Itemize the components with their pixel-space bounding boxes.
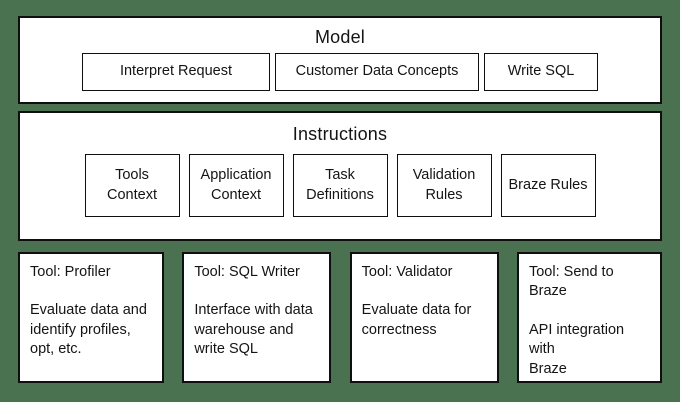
model-panel: Model Interpret Request Customer Data Co… [18, 16, 662, 104]
model-chip-customer-data-concepts: Customer Data Concepts [275, 53, 479, 91]
tool-card-validator: Tool: Validator Evaluate data for correc… [349, 252, 499, 383]
tool-card-title: Tool: Send to Braze [528, 264, 614, 300]
tool-card-description: Evaluate data and identify profiles, opt… [30, 302, 147, 358]
tool-card-description: API integration with Braze [528, 321, 625, 377]
instruction-chip-application-context: Application Context [188, 154, 284, 217]
tools-row: Tool: Profiler Evaluate data and identif… [18, 252, 662, 383]
model-chip-interpret-request: Interpret Request [82, 53, 270, 91]
instruction-chip-validation-rules: Validation Rules [396, 154, 492, 217]
tool-card-send-to-braze: Tool: Send to Braze API integration with… [516, 252, 662, 383]
tool-card-title: Tool: Profiler [30, 264, 111, 280]
tool-card-title: Tool: Validator [361, 264, 453, 280]
tool-card-sql-writer: Tool: SQL Writer Interface with data war… [182, 252, 332, 383]
tool-card-description: Interface with data warehouse and write … [194, 302, 313, 358]
model-chip-row: Interpret Request Customer Data Concepts… [82, 53, 598, 91]
tool-card-description: Evaluate data for correctness [361, 302, 472, 338]
instructions-panel-title: Instructions [292, 124, 388, 144]
instructions-chip-row: Tools Context Application Context Task D… [84, 154, 596, 217]
instructions-panel: Instructions Tools Context Application C… [18, 111, 662, 241]
instruction-chip-task-definitions: Task Definitions [292, 154, 388, 217]
model-chip-write-sql: Write SQL [484, 53, 598, 91]
tool-card-title: Tool: SQL Writer [194, 264, 300, 280]
instruction-chip-tools-context: Tools Context [84, 154, 180, 217]
instruction-chip-braze-rules: Braze Rules [500, 154, 596, 217]
tool-card-profiler: Tool: Profiler Evaluate data and identif… [18, 252, 164, 383]
model-panel-title: Model [314, 27, 366, 47]
